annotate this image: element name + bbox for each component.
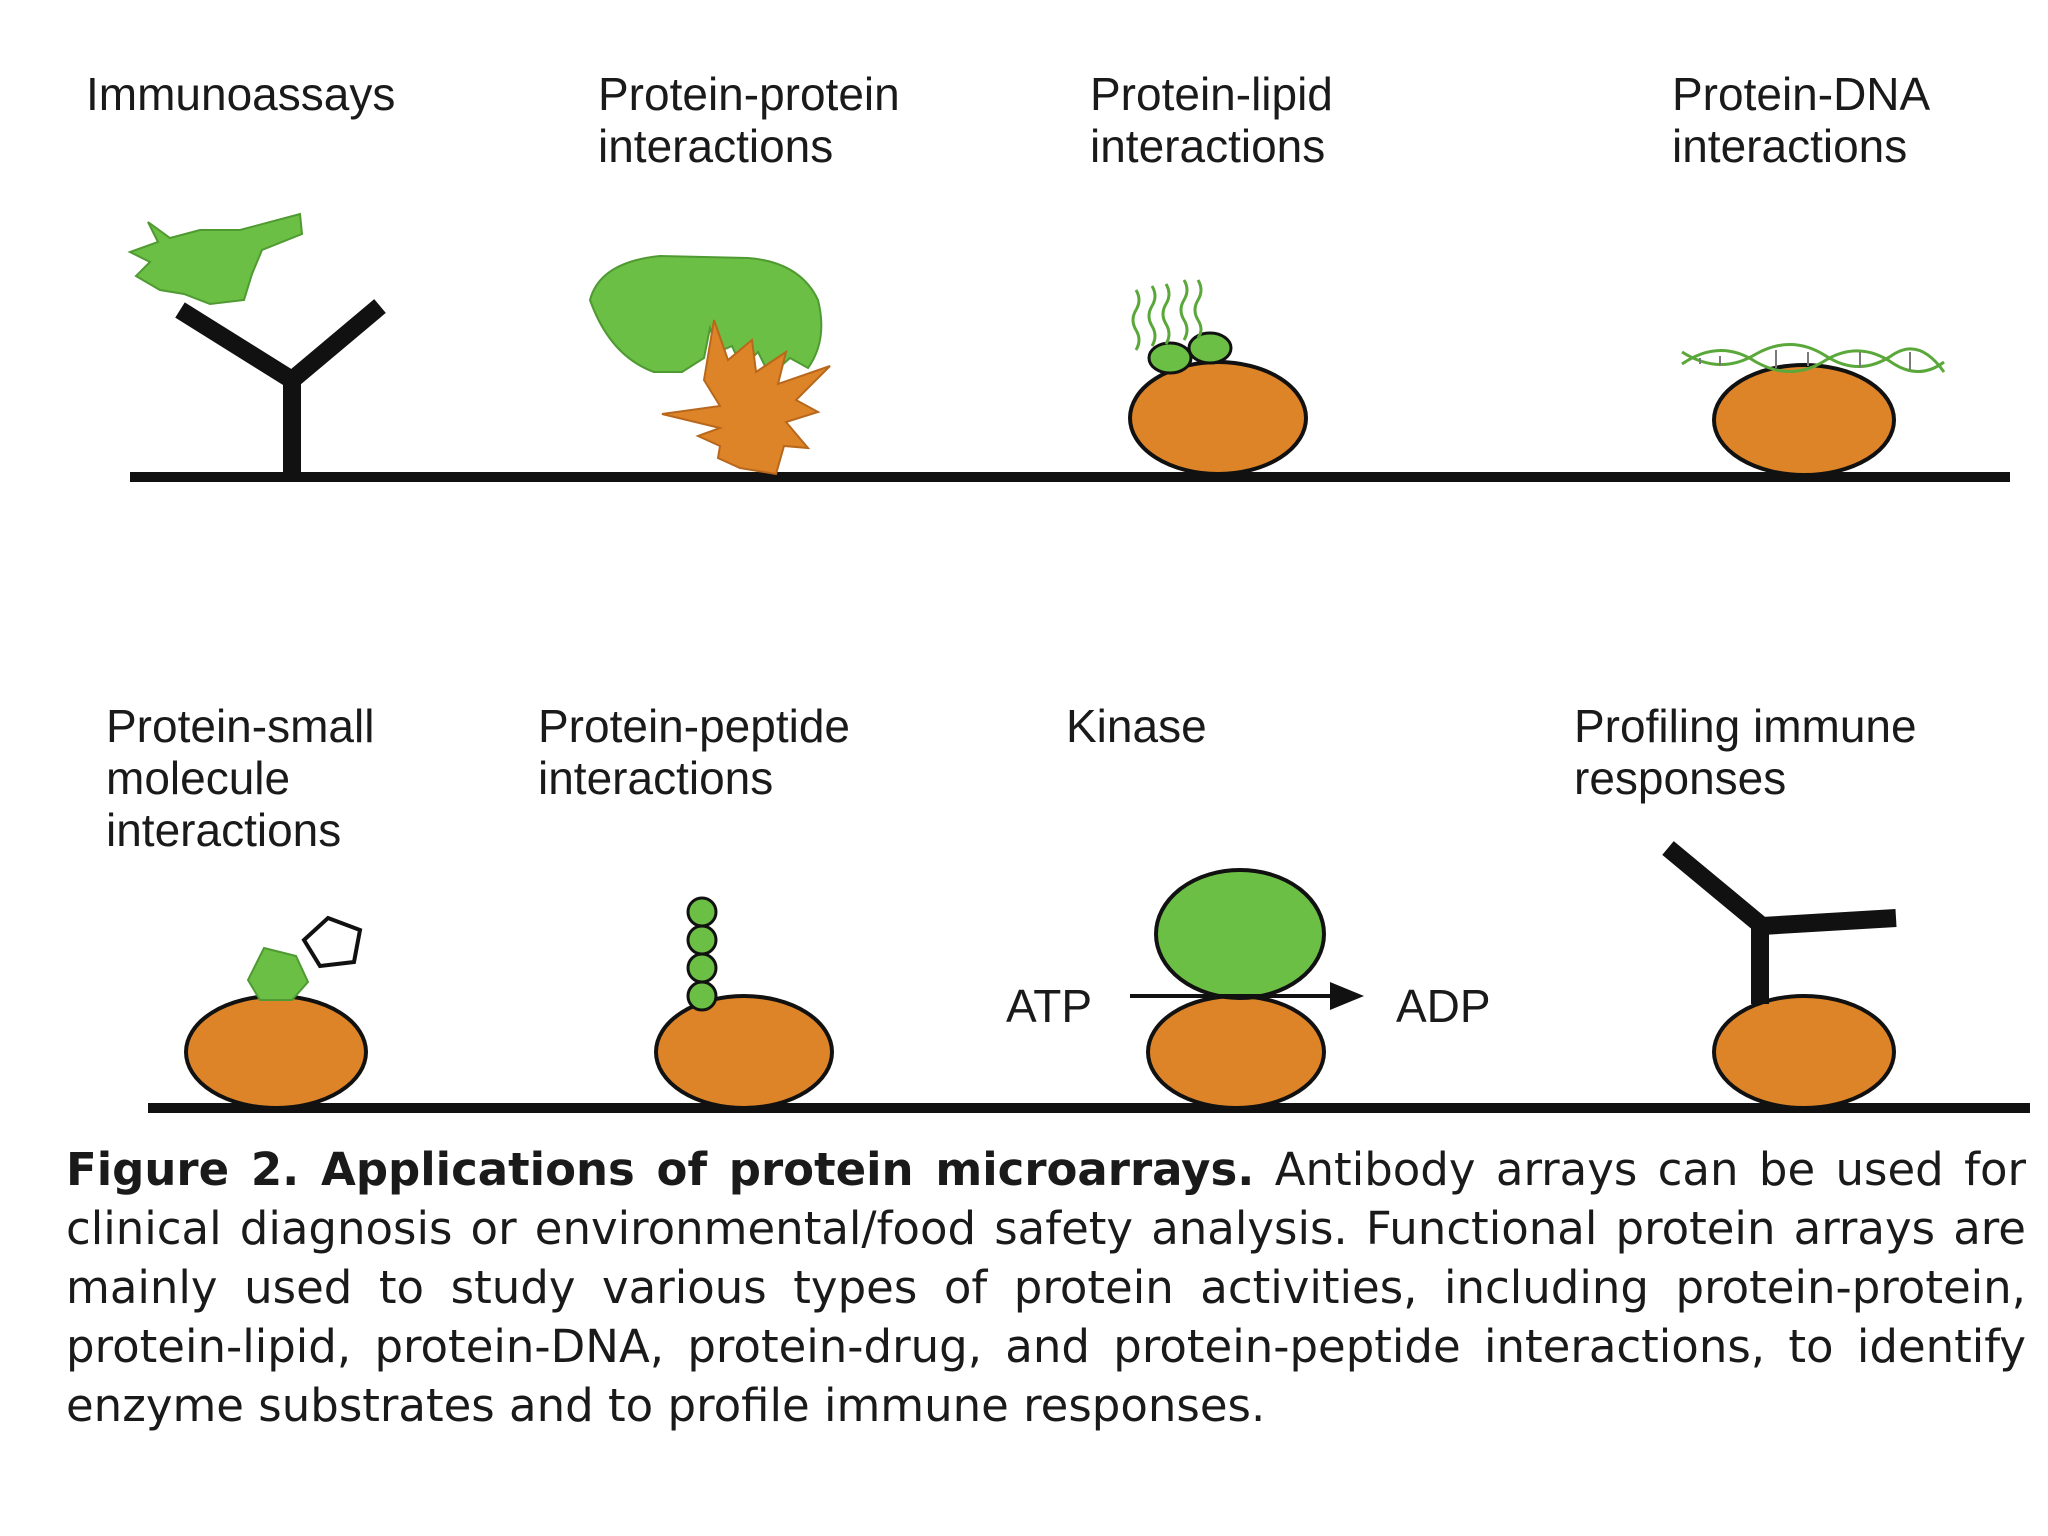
green-protein-small	[246, 946, 310, 1001]
dna-rungs	[1699, 350, 1911, 370]
orange-protein	[1146, 994, 1326, 1110]
label-protein-peptide: Protein-peptide interactions	[538, 700, 850, 804]
orange-protein	[654, 994, 834, 1110]
label-adp: ADP	[1396, 980, 1491, 1032]
label-atp: ATP	[1006, 980, 1093, 1032]
orange-protein	[1128, 360, 1308, 476]
antibody-y-shape	[175, 299, 386, 474]
orange-protein-shape	[661, 319, 831, 476]
orange-protein	[1712, 363, 1896, 477]
kinase-illustration	[1130, 868, 1364, 1110]
orange-protein	[1712, 994, 1896, 1110]
protein-protein-illustration	[588, 254, 831, 476]
label-protein-protein: Protein-protein interactions	[598, 68, 900, 172]
label-protein-lipid: Protein-lipid interactions	[1090, 68, 1333, 172]
antibody-sideways	[1662, 841, 1897, 1004]
green-protein-shape	[588, 254, 823, 378]
orange-protein	[184, 994, 368, 1110]
lipid-tails	[1131, 279, 1203, 351]
caption-title: Figure 2. Applications of protein microa…	[66, 1143, 1255, 1196]
protein-small-molecule-illustration	[184, 915, 368, 1110]
green-kinase	[1154, 868, 1326, 1000]
figure-caption: Figure 2. Applications of protein microa…	[66, 1140, 2026, 1435]
peptide-bead	[686, 924, 718, 956]
label-immunoassays: Immunoassays	[86, 68, 396, 120]
protein-lipid-illustration	[1128, 279, 1308, 476]
label-protein-small-molecule: Protein-small molecule interactions	[106, 700, 375, 856]
peptide-bead	[686, 980, 718, 1012]
immunoassay-illustration	[127, 212, 386, 474]
peptide-bead	[686, 952, 718, 984]
protein-peptide-illustration	[654, 896, 834, 1110]
lipid-head	[1187, 331, 1233, 365]
pentagon-small-molecule	[301, 915, 363, 969]
label-profiling-immune: Profiling immune responses	[1574, 700, 1917, 804]
dna-helix	[1681, 343, 1946, 373]
protein-dna-illustration	[1681, 343, 1946, 477]
antigen-shape	[127, 212, 304, 306]
peptide-bead	[686, 896, 718, 928]
lipid-head	[1147, 341, 1193, 375]
label-protein-dna: Protein-DNA interactions	[1672, 68, 1931, 172]
profiling-immune-illustration	[1662, 841, 1897, 1110]
caption-body: Antibody arrays can be used for clinical…	[66, 1143, 2026, 1432]
reaction-arrow-head	[1330, 982, 1364, 1010]
label-kinase: Kinase	[1066, 700, 1207, 752]
